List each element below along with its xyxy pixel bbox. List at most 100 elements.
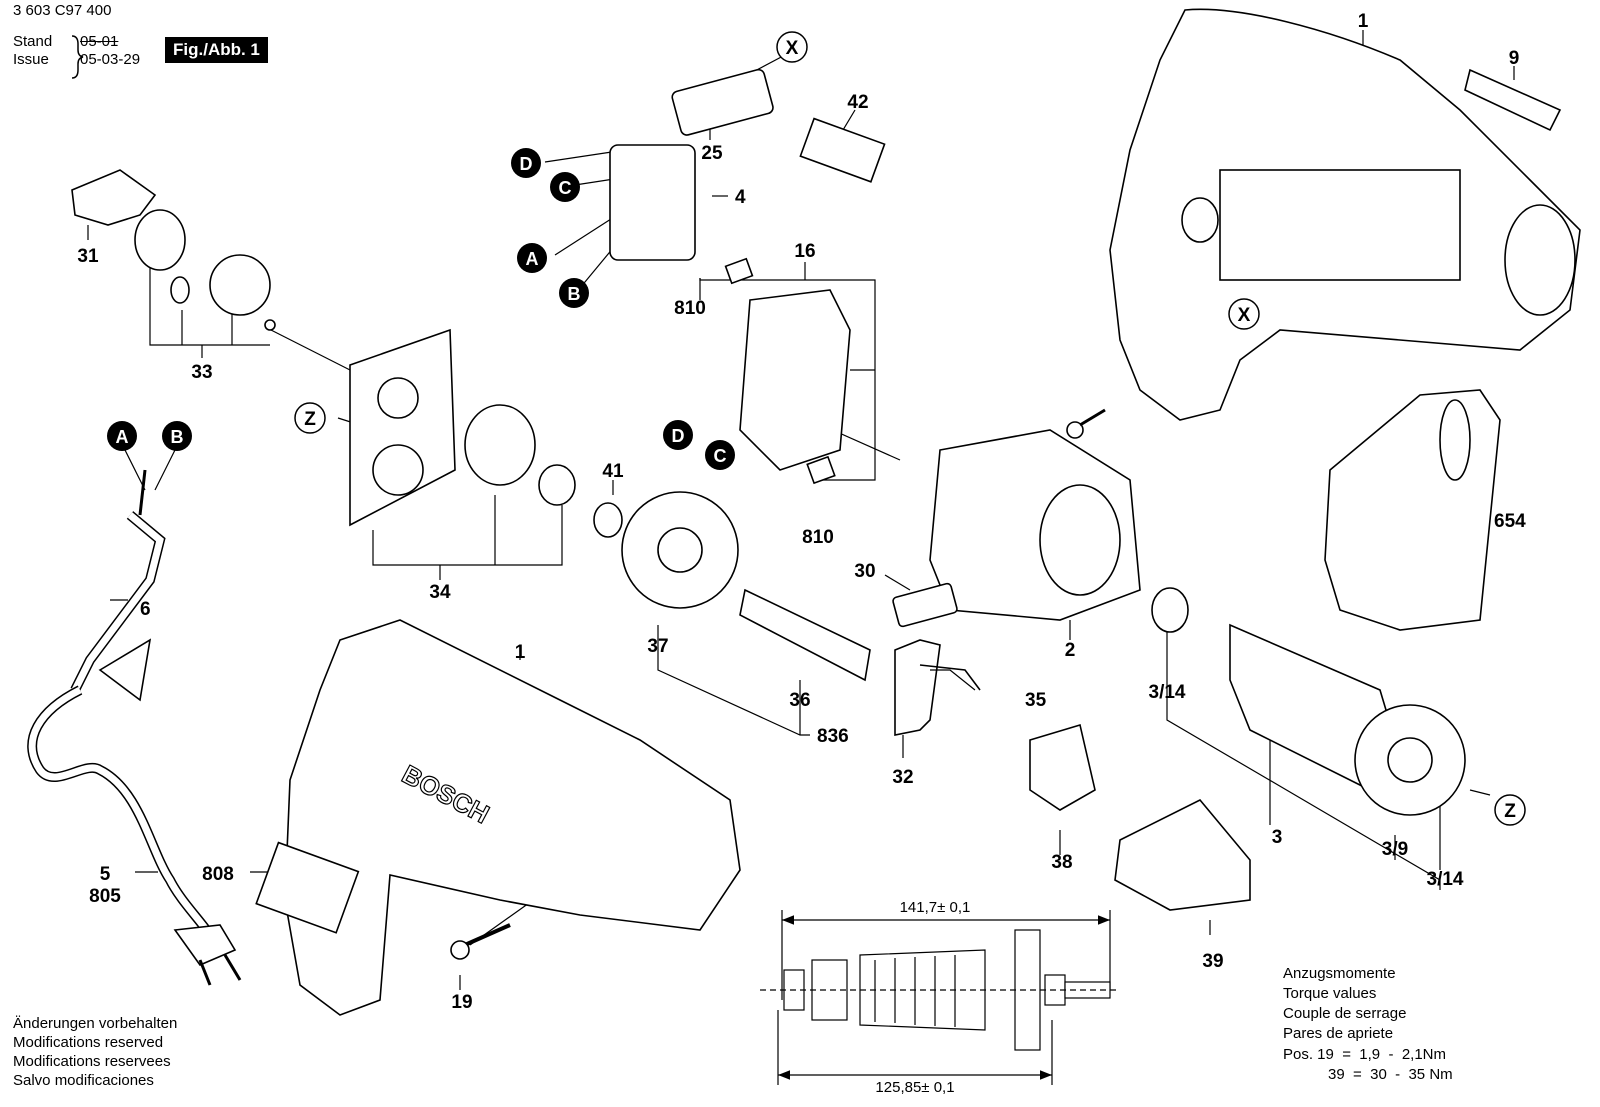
label-1-bottom: 1 — [515, 642, 526, 663]
label-35: 35 — [1025, 690, 1047, 711]
svg-text:B: B — [568, 284, 581, 304]
part-3-14-bearing-left — [1151, 587, 1189, 633]
part-33-holder — [209, 254, 271, 316]
dimension-top-text: 141,7± 0,1 — [900, 899, 971, 916]
marker-c-switch: C — [550, 172, 580, 202]
label-31: 31 — [77, 246, 99, 267]
part-33-washer — [134, 209, 186, 271]
marker-x-top: X — [776, 31, 808, 63]
label-3-14-right: 3/14 — [1427, 869, 1464, 890]
stand-label: Stand — [13, 33, 53, 50]
label-9: 9 — [1509, 48, 1520, 69]
torque-pos-39: 39 = 30 - 35 Nm — [1328, 1066, 1453, 1083]
label-3-9: 3/9 — [1382, 839, 1408, 860]
label-41: 41 — [602, 461, 624, 482]
part-labels: 1 9 42 25 4 16 810 810 31 33 34 41 37 36… — [77, 11, 1526, 1013]
footer-line-2: Modifications reserved — [13, 1034, 164, 1051]
svg-text:Z: Z — [1504, 801, 1516, 822]
label-810-top: 810 — [674, 298, 706, 319]
marker-d-switch: D — [511, 148, 541, 178]
label-33: 33 — [191, 362, 212, 383]
svg-text:X: X — [786, 38, 799, 59]
part-39-chuck — [1114, 799, 1251, 911]
marker-b-cable: B — [162, 421, 192, 451]
svg-text:C: C — [559, 178, 572, 198]
label-37: 37 — [647, 636, 668, 657]
part-810-brush-top — [724, 257, 754, 285]
part-30-label — [892, 582, 958, 628]
part-38-sleeve — [1029, 723, 1096, 811]
label-3: 3 — [1272, 827, 1283, 848]
svg-text:X: X — [1238, 305, 1251, 326]
footer-line-3: Modifications reservees — [13, 1053, 171, 1070]
footer-line-4: Salvo modificaciones — [13, 1072, 154, 1089]
marker-z-left: Z — [294, 402, 326, 434]
label-38: 38 — [1051, 852, 1072, 873]
marker-x-mid: X — [1228, 298, 1260, 330]
dimension-bottom-text: 125,85± 0,1 — [875, 1079, 954, 1096]
stand-old-date: 05-01 — [80, 33, 119, 50]
document-number: 3 603 C97 400 — [13, 2, 112, 19]
label-808: 808 — [202, 864, 234, 885]
marker-d-brush: D — [663, 420, 693, 450]
part-16-brush-holder — [739, 289, 851, 471]
svg-text:B: B — [171, 427, 184, 447]
housing-nose — [1504, 204, 1576, 316]
label-30: 30 — [854, 561, 875, 582]
label-810-bottom: 810 — [802, 527, 834, 548]
torque-line-2: Torque values — [1283, 985, 1377, 1002]
part-654-handle — [1324, 389, 1501, 631]
label-836: 836 — [817, 726, 849, 747]
housing-half-front — [284, 619, 741, 1016]
svg-text:C: C — [714, 446, 727, 466]
svg-text:A: A — [526, 249, 539, 269]
part-808-label — [255, 841, 360, 934]
part-34-bearing — [464, 404, 536, 486]
marker-a-switch: A — [517, 243, 547, 273]
svg-text:A: A — [116, 427, 129, 447]
figure-badge: Fig./Abb. 1 — [165, 37, 268, 63]
label-34: 34 — [429, 582, 451, 603]
svg-text:D: D — [520, 154, 533, 174]
svg-text:D: D — [672, 426, 685, 446]
marker-z-right: Z — [1494, 794, 1526, 826]
label-32: 32 — [892, 767, 913, 788]
part-810-brush-bottom — [806, 455, 836, 485]
marker-b-switch: B — [559, 278, 589, 308]
part-z-plate — [349, 328, 456, 527]
part-4-switch — [609, 144, 696, 261]
part-36-shaft — [739, 588, 871, 682]
torque-line-4: Pares de apriete — [1283, 1025, 1394, 1042]
marker-c-brush: C — [705, 440, 735, 470]
part-42-contact — [799, 117, 886, 183]
armature-fan — [1014, 929, 1041, 1051]
label-19: 19 — [451, 992, 472, 1013]
label-3-14-left: 3/14 — [1149, 682, 1186, 703]
label-1-top: 1 — [1358, 11, 1369, 32]
part-41-ring — [593, 502, 623, 538]
issue-label: Issue — [13, 51, 49, 68]
label-39: 39 — [1202, 951, 1223, 972]
housing-half-rear — [1109, 8, 1581, 421]
torque-line-3: Couple de serrage — [1283, 1005, 1407, 1022]
label-42: 42 — [847, 92, 868, 113]
label-25: 25 — [701, 143, 723, 164]
date-brace — [71, 35, 84, 79]
svg-text:Z: Z — [304, 409, 316, 430]
part-31-cap — [71, 169, 157, 226]
label-4: 4 — [735, 187, 746, 208]
label-5: 5 — [100, 864, 111, 885]
label-6: 6 — [140, 599, 151, 620]
part-32-bracket — [894, 639, 941, 736]
torque-line-1: Anzugsmomente — [1283, 965, 1396, 982]
label-654: 654 — [1494, 511, 1526, 532]
dimension-drawing — [760, 910, 1120, 1085]
part-25-slide — [671, 68, 774, 136]
torque-pos-19: Pos. 19 = 1,9 - 2,1Nm — [1283, 1046, 1446, 1063]
circle-markers: X X Z Z D C A B D C A B — [107, 31, 1526, 826]
label-16: 16 — [794, 241, 815, 262]
footer-line-1: Änderungen vorbehalten — [13, 1015, 178, 1032]
label-2: 2 — [1065, 640, 1076, 661]
